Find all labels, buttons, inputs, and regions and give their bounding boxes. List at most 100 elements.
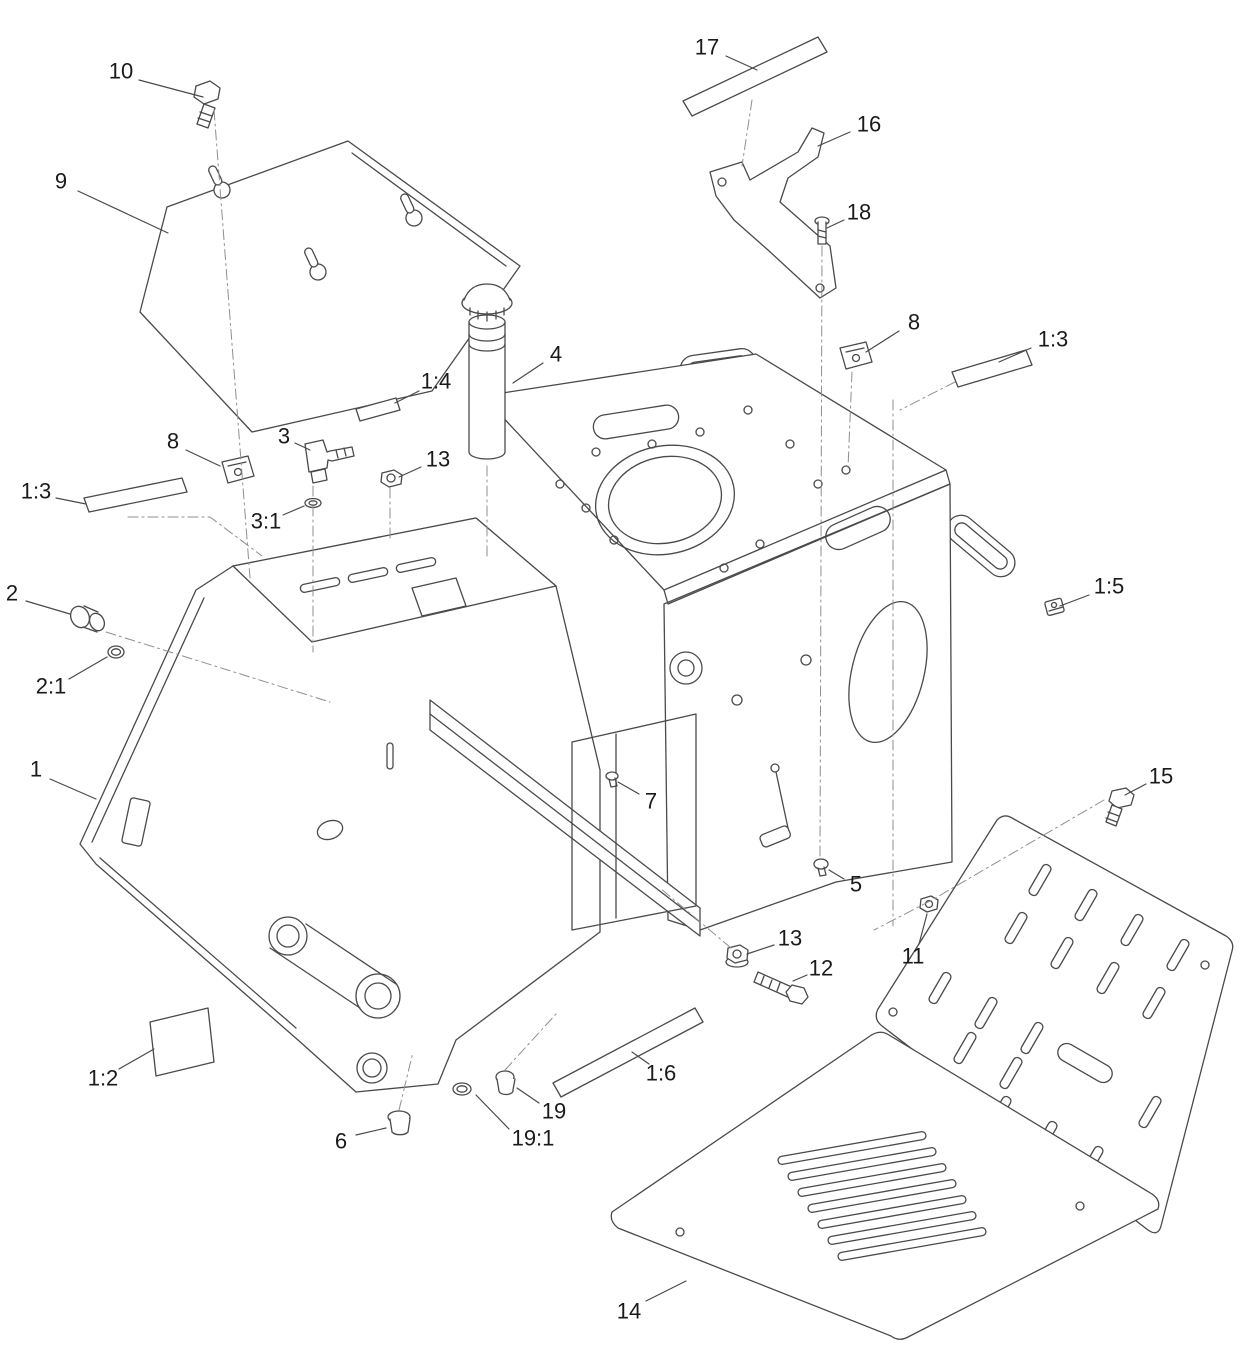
washer-part-3-1	[304, 497, 322, 509]
washer-part-2-1	[107, 645, 125, 659]
callout-leader-4-7	[512, 362, 544, 384]
keyhole-slot	[208, 165, 231, 199]
floor-pan-part-14	[610, 1031, 1160, 1340]
callout-leader-18-4	[826, 219, 845, 229]
frame-engine-deck	[482, 353, 951, 605]
callout-leader-17-2	[725, 55, 758, 71]
bolt-part-18	[814, 216, 830, 245]
clip-part-8-left	[221, 455, 255, 484]
callout-leader-13-22	[746, 944, 775, 955]
callout-label-17-2: 17	[695, 35, 719, 60]
callout-leader-1:5-16	[1059, 594, 1090, 607]
nut-part-11	[919, 895, 939, 913]
callout-leader-5-20	[828, 869, 845, 880]
callout-label-2:1-15: 2:1	[36, 674, 67, 699]
bushing-part-2	[69, 605, 106, 633]
callout-label-19:1-27: 19:1	[512, 1126, 555, 1151]
deck-bolt-holes	[555, 405, 851, 573]
callout-leader-3:1-13	[282, 505, 305, 516]
callout-leader-11-21	[918, 913, 928, 945]
keyhole-slot	[304, 247, 327, 281]
clip-part-8-right	[839, 341, 873, 370]
nut-part-13-upper	[380, 469, 403, 488]
callout-leader-9-1	[77, 190, 169, 234]
callout-label-1:2-25: 1:2	[88, 1066, 119, 1091]
cover-plate-part-9	[139, 140, 521, 433]
callout-leader-3-9	[294, 442, 311, 451]
callout-leader-1:2-25	[118, 1048, 155, 1070]
callout-label-5-20: 5	[850, 872, 862, 897]
callout-label-1:5-16: 1:5	[1094, 574, 1125, 599]
decal-part-1-2	[149, 1007, 215, 1077]
deck-handle-right	[946, 514, 1016, 578]
callout-leader-1-17	[49, 778, 97, 800]
nut-part-13-lower	[725, 944, 749, 968]
callout-leader-19:1-27	[475, 1094, 510, 1130]
callout-label-1:4-8: 1:4	[421, 369, 452, 394]
callout-label-18-4: 18	[847, 200, 871, 225]
strip-part-1-6	[552, 1007, 704, 1098]
frame-mid-rail	[429, 699, 701, 937]
strip-part-1-4	[355, 397, 401, 422]
strip-part-17	[682, 36, 828, 117]
engine-bay	[571, 651, 703, 931]
callout-leader-1:3-12	[55, 497, 87, 505]
callout-label-13-22: 13	[778, 926, 802, 951]
bracket-part-16	[709, 127, 837, 299]
plug-part-19	[495, 1070, 516, 1096]
tank-top-bracket	[232, 517, 557, 643]
callout-leader-7-18	[617, 781, 640, 795]
callout-label-13-10: 13	[426, 447, 450, 472]
callout-label-11-21: 11	[902, 944, 925, 969]
callout-label-7-18: 7	[645, 789, 657, 814]
callout-label-6-28: 6	[335, 1129, 347, 1154]
callout-label-10-0: 10	[109, 59, 133, 84]
callout-leader-8-11	[185, 449, 221, 467]
callout-leader-8-5	[865, 330, 900, 353]
strip-part-1-3-left	[83, 477, 188, 513]
bolt-part-15	[1105, 787, 1135, 827]
callout-leader-1:3-6	[998, 347, 1032, 363]
bolt-part-10	[193, 80, 221, 129]
bolt-part-7	[605, 771, 619, 788]
bolt-part-12	[753, 971, 809, 1005]
callout-leader-1:6-24	[631, 1051, 650, 1065]
keyhole-slot	[400, 193, 423, 227]
callout-label-19-26: 19	[542, 1099, 566, 1124]
callout-label-3-9: 3	[278, 424, 290, 449]
callout-leader-19-26	[516, 1087, 540, 1104]
main-frame-part-1	[79, 348, 1016, 1093]
screw-part-5	[813, 858, 829, 877]
callout-leader-16-3	[817, 131, 851, 147]
callout-leader-1:4-8	[394, 390, 420, 404]
callout-label-2-14: 2	[6, 581, 18, 606]
callout-label-3:1-13: 3:1	[251, 509, 282, 534]
fill-tube-part-4	[461, 283, 513, 460]
strip-part-1-3-right	[951, 349, 1033, 388]
callout-label-8-11: 8	[167, 429, 179, 454]
callout-label-1:3-6: 1:3	[1038, 327, 1069, 352]
callout-leader-2-14	[25, 600, 71, 615]
callout-label-12-23: 12	[809, 956, 833, 981]
clip-part-1-5	[1044, 597, 1065, 617]
callout-label-9-1: 9	[55, 169, 67, 194]
callout-leader-13-10	[398, 466, 422, 478]
callout-label-4-7: 4	[550, 342, 562, 367]
floor-pan-slots	[777, 1131, 987, 1261]
callout-leader-15-19	[1124, 783, 1147, 796]
callout-leader-10-0	[138, 79, 204, 98]
plug-part-6	[387, 1110, 411, 1136]
callout-labels: 10917161881:341:431381:33:122:11:5171551…	[6, 35, 1173, 1324]
callout-leader-6-28	[355, 1127, 387, 1136]
callout-label-15-19: 15	[1149, 764, 1173, 789]
callout-label-16-3: 16	[857, 112, 881, 137]
callout-label-1:6-24: 1:6	[646, 1061, 677, 1086]
alignment-lines	[105, 99, 1105, 1111]
callout-leader-14-29	[645, 1280, 687, 1302]
callout-leader-12-23	[792, 974, 808, 982]
callout-label-1-17: 1	[30, 757, 42, 782]
callout-label-14-29: 14	[617, 1299, 641, 1324]
callout-label-8-5: 8	[908, 310, 920, 335]
callout-leader-2:1-15	[68, 656, 108, 680]
